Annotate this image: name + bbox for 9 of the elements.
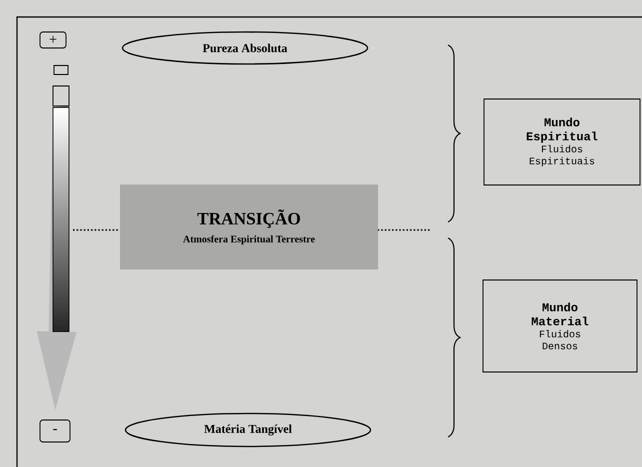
world-box: Mundo Material Fluidos Densos <box>482 280 638 372</box>
sign-box: - <box>40 420 70 442</box>
transition-band: TRANSIÇÃO Atmosfera Espiritual Terrestre <box>120 184 378 270</box>
scale-box <box>54 65 68 75</box>
level-oval: Matéria Tangível <box>124 412 372 448</box>
sign-box: + <box>40 32 66 48</box>
world-box: Mundo Espiritual Fluidos Espirituais <box>484 98 640 186</box>
scale-box <box>52 86 70 106</box>
level-oval: Pureza Absoluta <box>122 31 368 65</box>
